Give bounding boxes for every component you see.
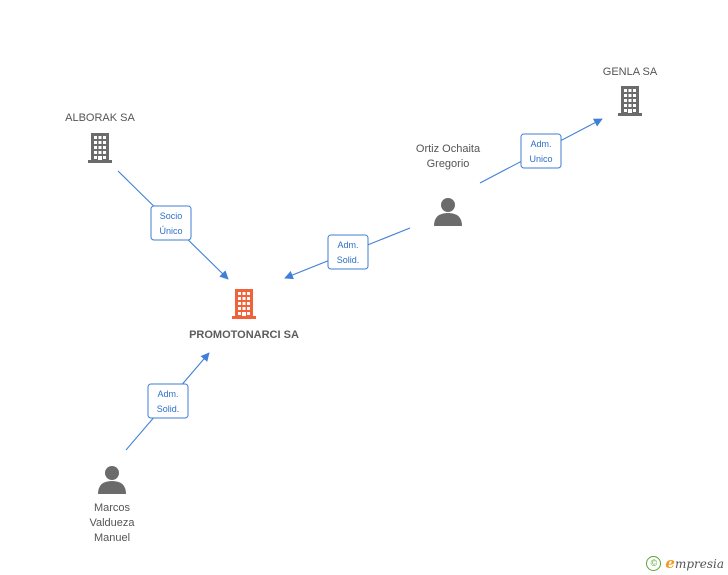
person-icon	[434, 198, 462, 226]
edge-label-text: Único	[159, 226, 182, 236]
node-genla[interactable]: GENLA SA	[603, 66, 658, 116]
node-label: ALBORAK SA	[65, 112, 135, 124]
node-label: GENLA SA	[603, 66, 658, 78]
node-label: PROMOTONARCI SA	[189, 329, 299, 341]
node-label: Gregorio	[427, 158, 470, 170]
copyright-icon: ©	[646, 555, 662, 571]
edge-label-text: Adm.	[530, 139, 551, 149]
edge-label-box	[147, 383, 189, 419]
node-label: Manuel	[94, 532, 130, 544]
watermark: © empresia	[646, 554, 724, 572]
edge-label-box	[520, 133, 562, 169]
person-icon	[98, 466, 126, 494]
node-promotonarci[interactable]: PROMOTONARCI SA	[189, 289, 299, 341]
edge-ortiz-genla: Adm. Unico	[479, 118, 603, 184]
edge-label-box	[150, 205, 192, 241]
building-icon	[88, 133, 112, 163]
edge-ortiz-promotonarci: Adm. Solid.	[284, 227, 411, 280]
building-icon	[232, 289, 256, 319]
node-label: Marcos	[94, 502, 131, 514]
edge-label-text: Solid.	[157, 404, 180, 414]
node-alborak[interactable]: ALBORAK SA	[65, 112, 136, 163]
edge-label-box	[327, 234, 369, 270]
brand-logo: empresia	[665, 554, 724, 572]
edge-label-text: Socio	[160, 211, 183, 221]
edge-label-text: Adm.	[157, 389, 178, 399]
edge-label-text: Solid.	[337, 255, 360, 265]
node-label: Ortiz Ochaita	[416, 143, 481, 155]
edge-label-text: Unico	[529, 154, 552, 164]
edge-label-text: Adm.	[337, 240, 358, 250]
building-icon	[618, 86, 642, 116]
node-label: Valdueza	[89, 517, 135, 529]
edge-marcos-promotonarci: Adm. Solid.	[125, 352, 210, 451]
